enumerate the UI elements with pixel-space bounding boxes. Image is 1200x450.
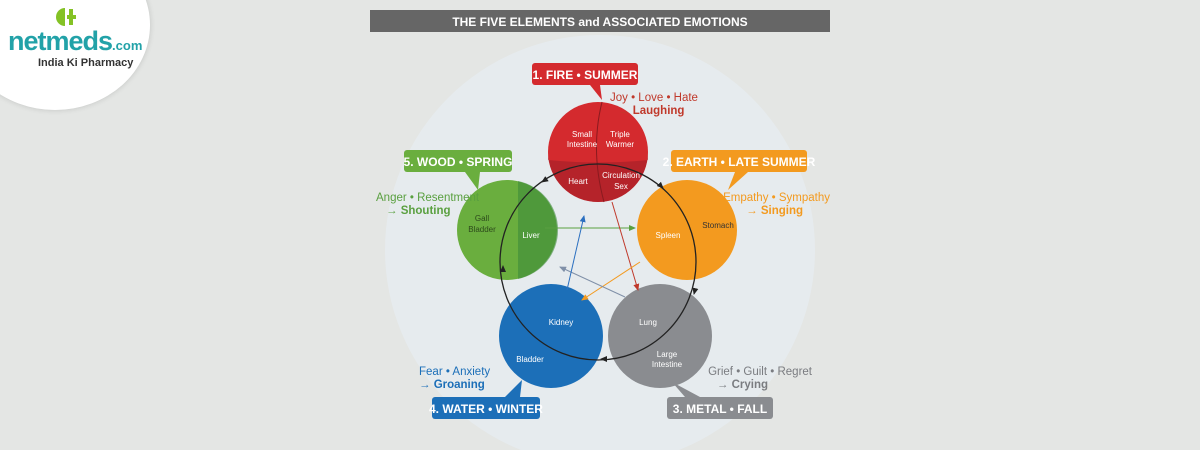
svg-text:4. WATER • WINTER: 4. WATER • WINTER [429, 402, 543, 416]
svg-text:3. METAL • FALL: 3. METAL • FALL [673, 402, 767, 416]
organ-label: Small [572, 130, 592, 139]
organ-label: Intestine [652, 360, 683, 369]
metal-circle [608, 284, 712, 388]
metal-sound: → Crying [717, 379, 768, 391]
svg-text:1. FIRE • SUMMER: 1. FIRE • SUMMER [533, 68, 638, 82]
wood-sound: → Shouting [386, 205, 451, 217]
organ-label: Stomach [702, 221, 734, 230]
organ-label: Large [657, 350, 678, 359]
organ-label: Liver [522, 231, 540, 240]
plus-logo-icon [56, 8, 76, 26]
earth-emotions: Empathy • Sympathy [723, 192, 830, 204]
earth-circle [637, 180, 737, 280]
svg-text:5. WOOD • SPRING: 5. WOOD • SPRING [404, 155, 513, 169]
organ-label: Triple [610, 130, 630, 139]
water-emotions: Fear • Anxiety [419, 366, 490, 378]
fire-sound: → Laughing [618, 105, 684, 117]
organ-label: Kidney [549, 318, 573, 327]
organ-label: Warmer [606, 140, 634, 149]
fire-label: 1. FIRE • SUMMER [532, 63, 638, 100]
organ-label: Lung [639, 318, 657, 327]
fire-divider [595, 101, 605, 203]
metal-emotions: Grief • Guilt • Regret [708, 366, 813, 378]
organ-label: Spleen [656, 231, 681, 240]
organ-label: Bladder [516, 355, 544, 364]
earth-sound: → Singing [746, 205, 803, 217]
metal-label: 3. METAL • FALL [667, 382, 773, 419]
earth-label: 2. EARTH • LATE SUMMER [663, 150, 816, 190]
water-sound: → Groaning [419, 379, 485, 391]
brand-name: netmeds.com [8, 26, 143, 56]
fire-to-metal-arrow [611, 201, 640, 291]
wood-label: 5. WOOD • SPRING [404, 150, 513, 190]
title-bar [370, 10, 830, 32]
organ-label: Intestine [567, 140, 598, 149]
fire-emotions: Joy • Love • Hate [610, 92, 698, 104]
wood-emotions: Anger • Resentment [376, 192, 480, 204]
organ-label: Sex [614, 182, 628, 191]
organ-label: Bladder [468, 225, 496, 234]
brand-tagline: India Ki Pharmacy [38, 57, 134, 69]
water-circle [499, 284, 603, 388]
water-label: 4. WATER • WINTER [429, 380, 543, 419]
organ-label: Gall [475, 214, 489, 223]
organ-label: Circulation [602, 171, 640, 180]
page-title: THE FIVE ELEMENTS and ASSOCIATED EMOTION… [452, 15, 747, 29]
earth-to-water-arrow [581, 261, 641, 301]
generating-cycle [499, 163, 697, 361]
svg-text:2. EARTH • LATE SUMMER: 2. EARTH • LATE SUMMER [663, 155, 816, 169]
water-to-fire-arrow [566, 215, 586, 291]
organ-label: Heart [568, 177, 588, 186]
